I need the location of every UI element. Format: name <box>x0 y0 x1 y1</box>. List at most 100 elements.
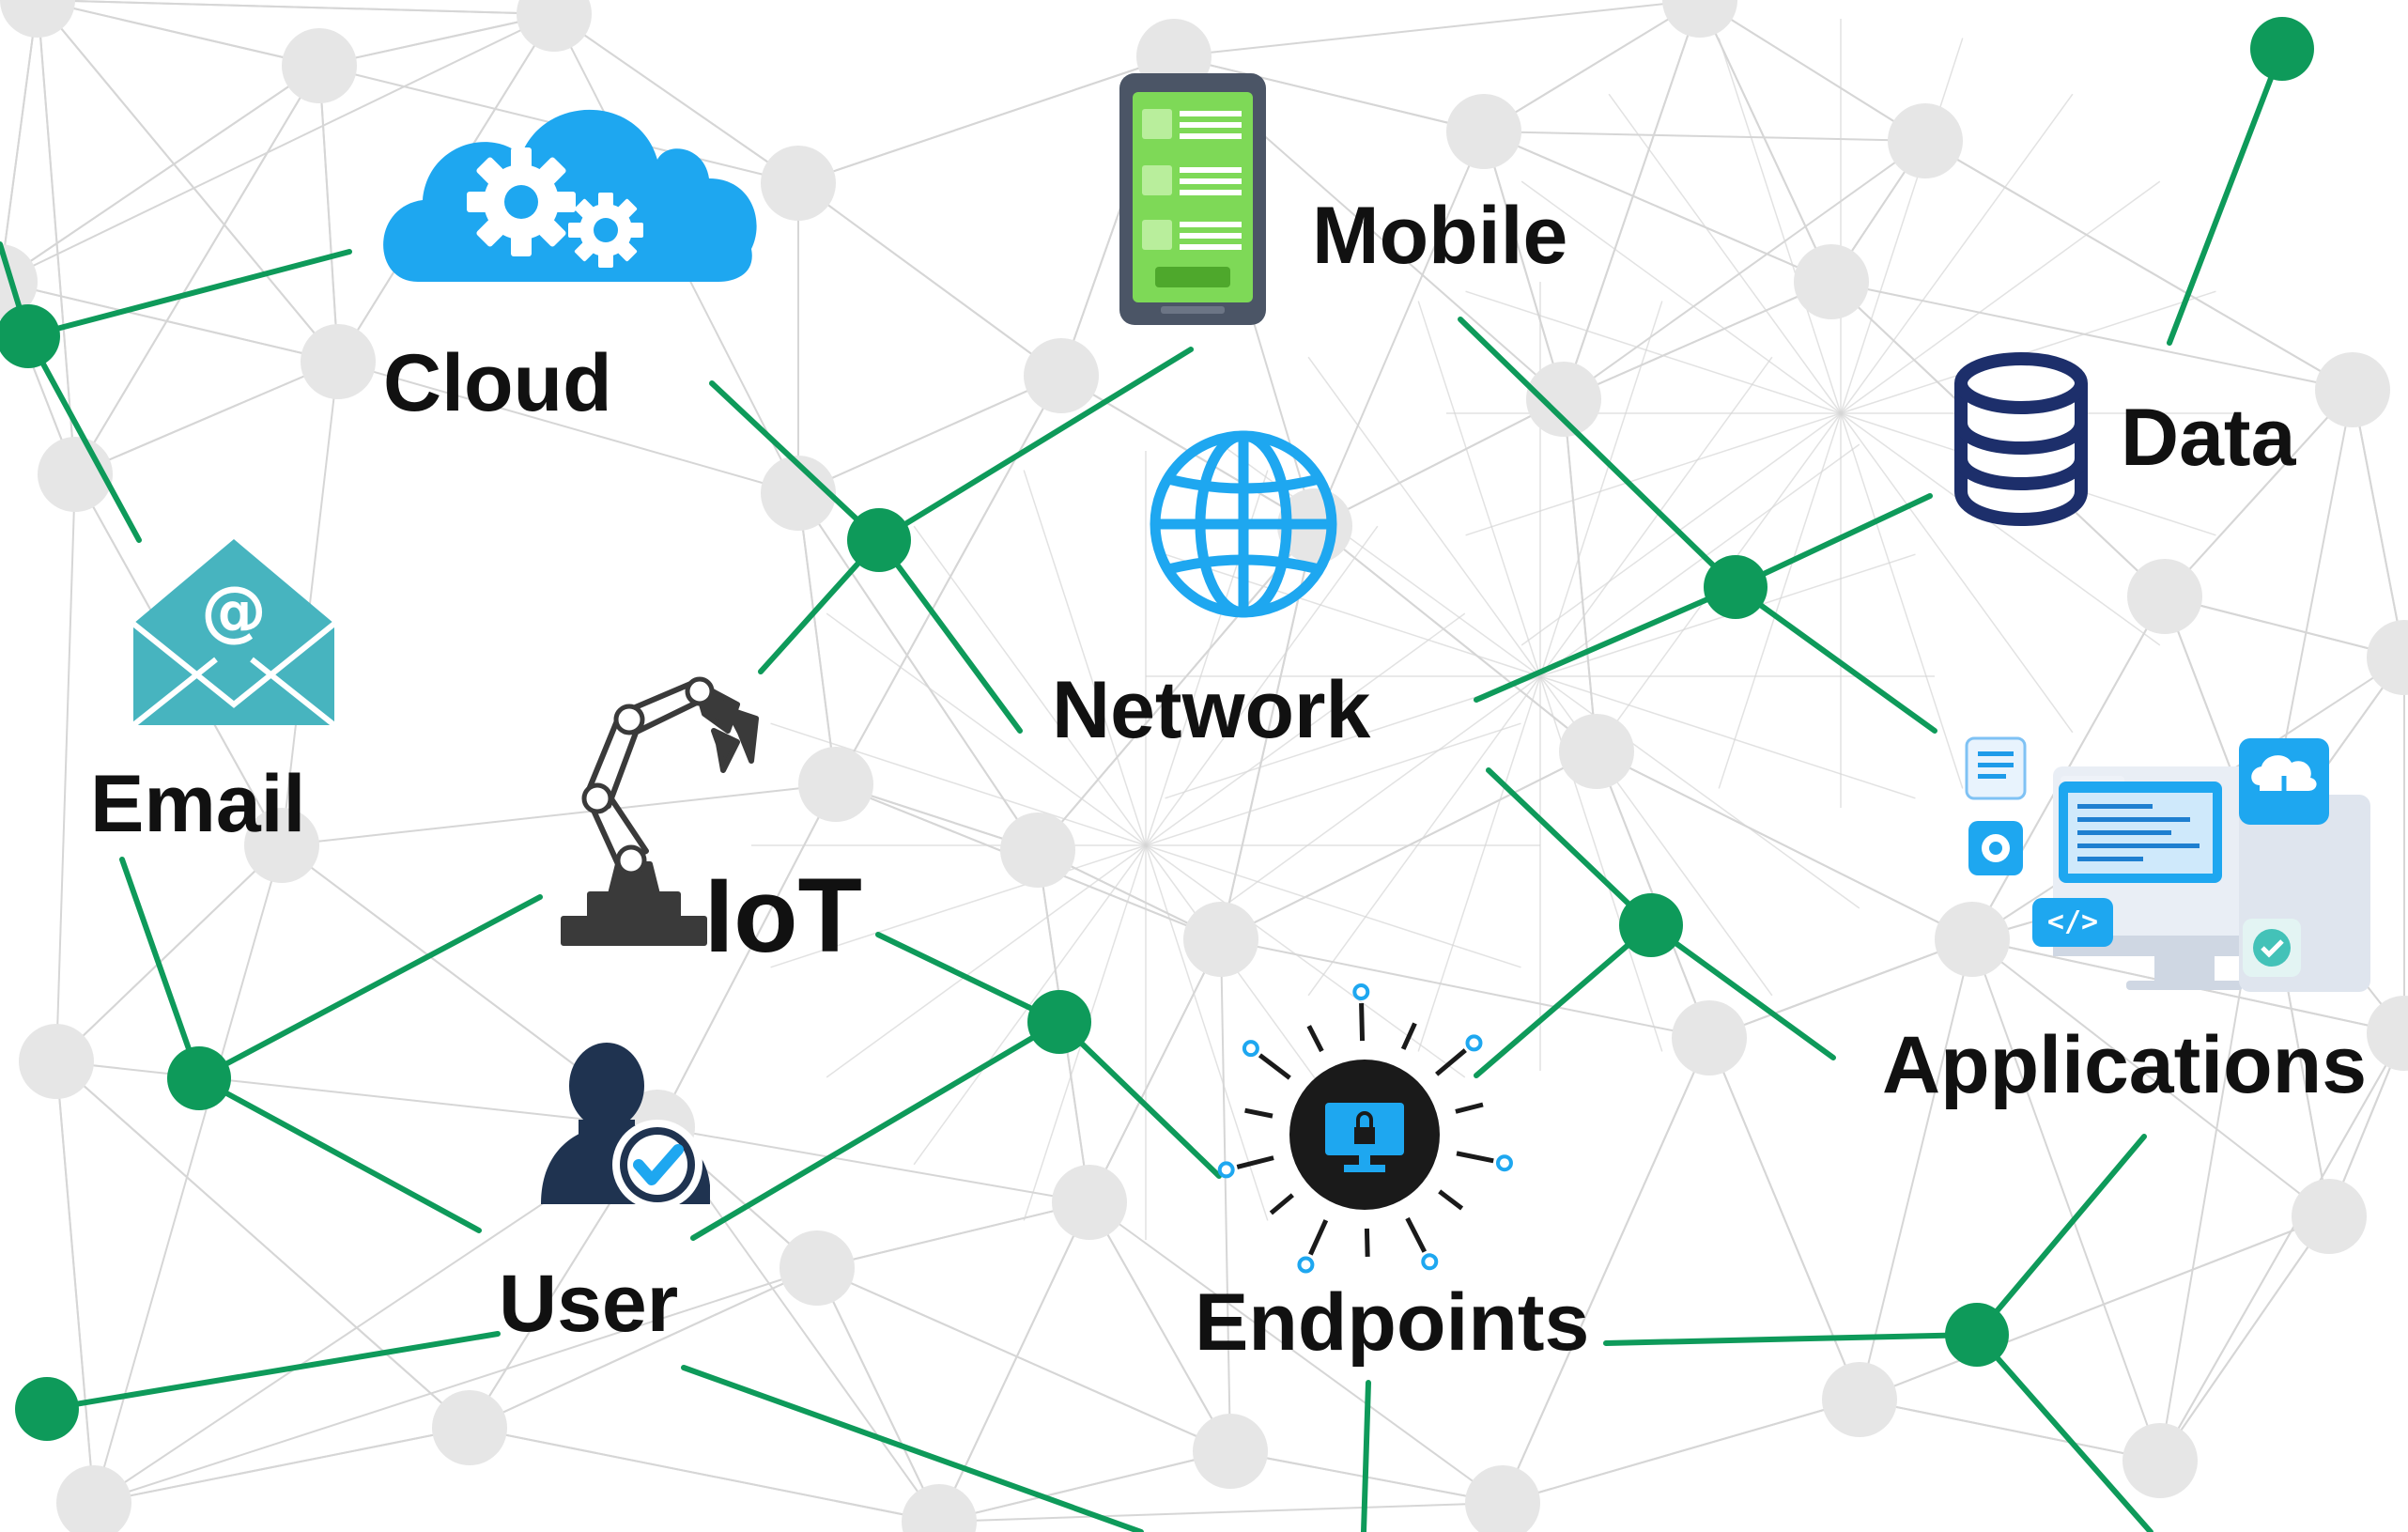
link-segment <box>119 857 482 1233</box>
link-segment <box>1474 922 1654 1078</box>
mesh-node <box>2122 1423 2198 1498</box>
mesh-node <box>19 1024 94 1099</box>
mesh-node <box>798 747 873 822</box>
iot-label: IoT <box>704 857 862 974</box>
mesh-node <box>761 456 836 531</box>
cloud-gears-icon <box>383 109 757 282</box>
endpoint-ray <box>1364 1228 1370 1258</box>
endpoint-ray <box>1438 1189 1464 1211</box>
mesh-node <box>1888 103 1963 178</box>
endpoint-ray <box>1306 1025 1324 1053</box>
mesh-line <box>1314 131 1485 527</box>
mesh-line <box>93 1267 818 1504</box>
mesh-node <box>0 0 75 38</box>
mesh-line <box>37 0 339 363</box>
mesh-ray <box>1023 470 1147 846</box>
mesh-line <box>1037 525 1316 851</box>
endpoint-ray-dot <box>1242 1040 1259 1058</box>
mesh-line <box>2164 596 2405 658</box>
mesh-node <box>282 28 357 103</box>
endpoints-label: Endpoints <box>1195 1277 1589 1368</box>
mesh-line <box>55 1060 471 1429</box>
endpoint-ray-dot <box>1465 1034 1483 1052</box>
mesh-ray <box>770 722 1147 846</box>
mesh-ray <box>1465 412 1842 536</box>
mesh-node <box>1672 1000 1747 1075</box>
mesh-node <box>1000 812 1075 888</box>
mesh-line <box>1502 1399 1860 1504</box>
user-label: User <box>499 1259 678 1349</box>
mesh-ray <box>1145 612 1466 846</box>
mesh-line <box>1173 55 1485 132</box>
mesh-line <box>37 0 76 475</box>
mesh-ray <box>1539 301 1663 677</box>
connection-links <box>0 46 2285 1532</box>
mesh-line <box>797 492 1039 851</box>
network-label: Network <box>1052 665 1370 755</box>
hub-node <box>15 1377 79 1441</box>
mesh-line <box>37 0 320 67</box>
endpoint-ray-dot <box>1421 1253 1439 1271</box>
mesh-line <box>1563 140 1926 400</box>
mesh-line <box>1483 131 1926 142</box>
endpoint-ray <box>1405 1216 1428 1253</box>
endpoint-ray-dot <box>1352 983 1370 1001</box>
mesh-ray <box>1539 675 1663 1052</box>
mesh-line <box>1314 525 1598 752</box>
link-segment <box>1474 493 1933 703</box>
mesh-ray <box>1539 675 1860 909</box>
mesh-line <box>337 361 799 494</box>
mesh-node <box>432 1390 507 1465</box>
mesh-line <box>281 783 837 846</box>
mesh-line <box>797 375 1062 494</box>
hub-node <box>0 304 60 368</box>
mesh-line <box>1563 281 1832 400</box>
endpoint-ray <box>1456 1151 1494 1164</box>
mesh-node <box>1559 714 1634 789</box>
mesh-ray <box>1145 844 1466 1078</box>
mesh-ray <box>913 525 1147 846</box>
mesh-line <box>816 1267 940 1523</box>
mesh-line <box>797 55 1175 184</box>
endpoint-ray <box>1236 1155 1274 1169</box>
mesh-node <box>56 1465 131 1532</box>
mesh-node <box>1446 94 1521 169</box>
hub-node <box>1027 990 1091 1054</box>
mesh-node <box>1183 902 1258 977</box>
link-segment <box>25 249 352 339</box>
mesh-line <box>1483 131 1565 400</box>
endpoint-ray <box>1308 1219 1329 1256</box>
mesh-node <box>2292 1179 2367 1254</box>
mesh-node <box>1662 0 1737 38</box>
gear-large-icon <box>467 147 576 256</box>
verified-user-icon <box>541 1043 710 1210</box>
link-segment <box>690 1019 1062 1241</box>
svg-text:</>: </> <box>2047 905 2098 938</box>
mesh-ray <box>1718 38 1842 414</box>
mesh-node <box>1526 362 1601 437</box>
database-icon <box>1954 352 2088 526</box>
mesh-ray <box>1145 525 1379 846</box>
mesh-ray <box>1840 412 2074 734</box>
endpoint-ray <box>1400 1022 1417 1050</box>
mesh-line <box>37 0 555 15</box>
endpoint-ray <box>1269 1193 1294 1215</box>
mesh-line <box>1699 0 1926 142</box>
mesh-line <box>0 0 39 283</box>
mesh-line <box>469 1267 818 1429</box>
mesh-line <box>938 1450 1231 1523</box>
mesh-line <box>2164 389 2354 597</box>
link-segment <box>681 1365 1144 1532</box>
mesh-line <box>93 844 283 1504</box>
mesh-ray <box>1520 412 1842 646</box>
mesh-line <box>656 1126 1090 1203</box>
endpoint-ray-dot <box>1495 1154 1513 1172</box>
endpoint-ray <box>1359 1002 1366 1042</box>
endpoint-ray <box>1435 1048 1467 1076</box>
link-segment <box>44 1331 501 1412</box>
mesh-line <box>553 13 799 184</box>
mesh-ray <box>770 844 1147 968</box>
mesh-ray <box>1520 180 1842 414</box>
hub-node <box>1619 893 1683 957</box>
